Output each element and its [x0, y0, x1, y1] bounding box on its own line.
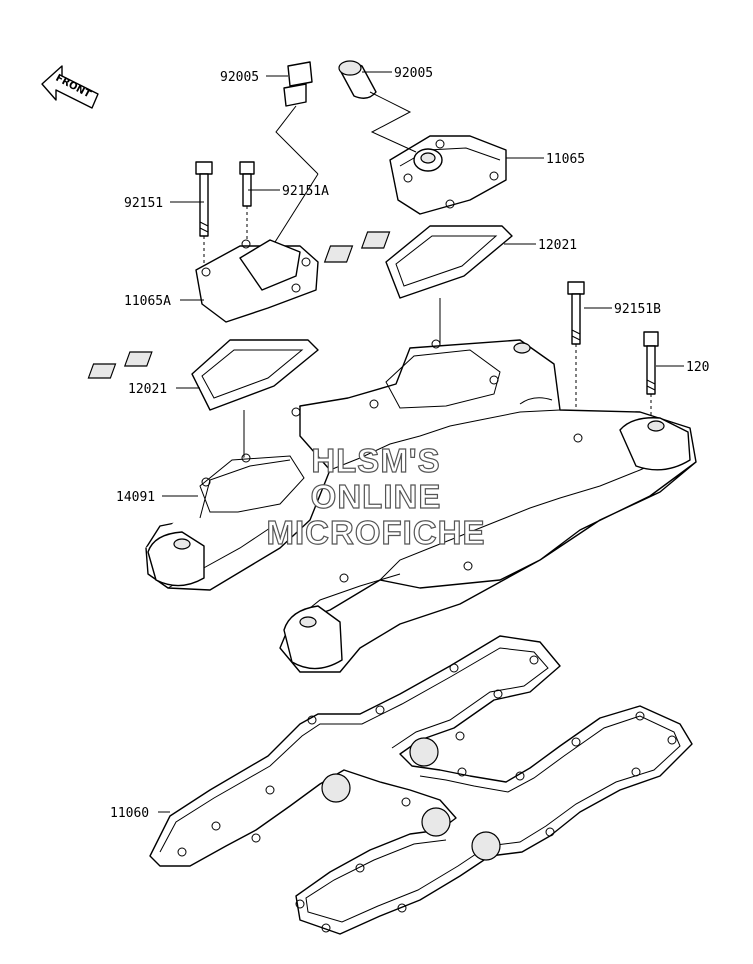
watermark: HLSM'S ONLINE MICROFICHE	[266, 441, 486, 551]
front-arrow-icon: FRONT	[41, 65, 99, 109]
callout-11065A: 11065A	[124, 294, 171, 309]
callout-12021-left: 12021	[128, 382, 167, 397]
watermark-line-1: HLSM'S	[311, 442, 440, 479]
callout-92005-left: 92005	[220, 70, 259, 85]
watermark-line-2: ONLINE	[311, 478, 442, 515]
gasket-11060	[149, 635, 693, 935]
gasket-12021-top	[323, 225, 513, 299]
bolt-120	[643, 331, 659, 395]
callout-92151B: 92151B	[614, 302, 661, 317]
bolt-92151	[195, 161, 213, 237]
bolt-92151A	[239, 161, 255, 207]
grommet-left	[283, 61, 313, 107]
callout-92151A: 92151A	[282, 184, 329, 199]
callout-14091: 14091	[116, 490, 155, 505]
breather-cover-11065	[389, 135, 507, 215]
callout-11065: 11065	[546, 152, 585, 167]
bolt-92151B	[567, 281, 585, 345]
gasket-12021-left	[87, 339, 319, 411]
callout-120: 120	[686, 360, 709, 375]
cylinder-head-cover-14091	[145, 339, 697, 673]
grommet-right	[338, 60, 377, 99]
callout-92005-right: 92005	[394, 66, 433, 81]
watermark-line-3: MICROFICHE	[267, 514, 486, 551]
callout-11060: 11060	[110, 806, 149, 821]
callout-92151: 92151	[124, 196, 163, 211]
callout-12021-top: 12021	[538, 238, 577, 253]
breather-cover-11065A	[195, 239, 319, 323]
